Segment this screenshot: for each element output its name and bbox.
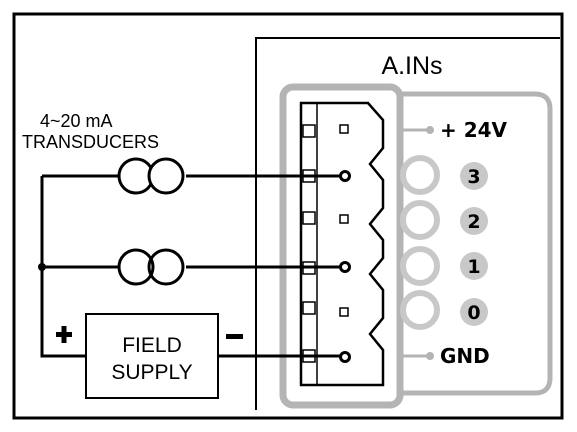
channel-badge-3 [460, 162, 488, 190]
outer-frame [12, 12, 564, 420]
channel-label-1: 1 [467, 256, 480, 278]
unused-pin-squares [339, 124, 349, 317]
channel-label-0: 0 [467, 302, 480, 324]
label-panel-rings [400, 155, 440, 330]
module-title: A.INs [381, 52, 442, 80]
field-supply-label-line1: FIELD [122, 334, 182, 357]
current-source-icon [117, 157, 185, 195]
terminal-label-24v: + 24V [440, 118, 508, 142]
connector-housing-outline [279, 83, 404, 409]
channel-badge-1 [460, 252, 488, 280]
wire-terminal-dots [339, 170, 351, 363]
connector-latches [302, 124, 316, 363]
terminal-label-panel [400, 91, 553, 396]
channel-label-3: 3 [467, 166, 480, 188]
connector-block [299, 101, 385, 387]
channel-badge-2 [460, 207, 488, 235]
current-source-icon [117, 248, 185, 286]
transducer-label-line1: 4~20 mA [40, 111, 113, 131]
transducer-label-line2: TRANSDUCERS [22, 132, 159, 152]
channel-label-2: 2 [467, 211, 480, 233]
channel-badges: 3 2 1 0 [460, 162, 488, 326]
power-leads [401, 126, 434, 360]
wiring [40, 174, 340, 358]
module-enclosure [255, 37, 560, 410]
field-supply-label-line2: SUPPLY [111, 361, 192, 384]
bus-junction [38, 263, 46, 271]
plus-icon [56, 326, 72, 343]
terminal-label-gnd: GND [440, 344, 490, 368]
minus-icon [226, 334, 243, 339]
channel-badge-0 [460, 298, 488, 326]
field-supply-box [85, 313, 219, 399]
